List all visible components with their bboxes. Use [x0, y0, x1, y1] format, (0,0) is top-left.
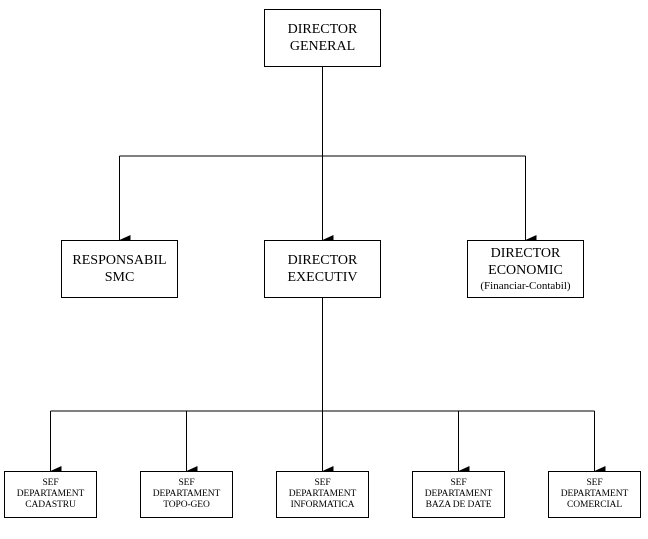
director-executiv-line-1: DIRECTOR [287, 253, 358, 268]
sef-informatica-line-1: SEF [314, 478, 331, 488]
sef-topo-geo-line-3: TOPO-GEO [163, 500, 210, 510]
sef-baza-de-date-line-2: DEPARTAMENT [424, 489, 493, 499]
sef-informatica-box: SEF DEPARTAMENT INFORMATICA [276, 471, 369, 518]
sef-comercial-box: SEF DEPARTAMENT COMERCIAL [548, 471, 641, 518]
responsabil-smc-line-2: SMC [104, 270, 135, 285]
director-economic-line-1: DIRECTOR [490, 245, 561, 261]
director-economic-line-2: ECONOMIC [488, 262, 563, 278]
sef-comercial-line-3: COMERCIAL [566, 500, 623, 510]
sef-topo-geo-box: SEF DEPARTAMENT TOPO-GEO [140, 471, 233, 518]
sef-baza-de-date-line-1: SEF [450, 478, 467, 488]
sef-baza-de-date-box: SEF DEPARTAMENT BAZA DE DATE [412, 471, 505, 518]
sef-topo-geo-line-2: DEPARTAMENT [152, 489, 221, 499]
sef-cadastru-line-3: CADASTRU [25, 500, 76, 510]
responsabil-smc-line-1: RESPONSABIL [72, 253, 167, 268]
sef-cadastru-line-2: DEPARTAMENT [16, 489, 85, 499]
director-general-line-1: DIRECTOR [287, 22, 358, 37]
sef-comercial-line-2: DEPARTAMENT [560, 489, 629, 499]
sef-cadastru-box: SEF DEPARTAMENT CADASTRU [4, 471, 97, 518]
sef-cadastru-line-1: SEF [42, 478, 59, 488]
responsabil-smc-box: RESPONSABIL SMC [61, 240, 178, 298]
director-executiv-line-2: EXECUTIV [287, 270, 358, 285]
sef-baza-de-date-line-3: BAZA DE DATE [425, 500, 492, 510]
director-executiv-box: DIRECTOR EXECUTIV [264, 240, 381, 298]
sef-comercial-line-1: SEF [586, 478, 603, 488]
director-economic-box: DIRECTOR ECONOMIC (Financiar-Contabil) [467, 240, 584, 298]
director-economic-line-3: (Financiar-Contabil) [480, 279, 571, 292]
director-general-line-2: GENERAL [289, 39, 356, 54]
sef-informatica-line-3: INFORMATICA [290, 500, 355, 510]
sef-informatica-line-2: DEPARTAMENT [288, 489, 357, 499]
sef-topo-geo-line-1: SEF [178, 478, 195, 488]
director-general-box: DIRECTOR GENERAL [264, 9, 381, 67]
